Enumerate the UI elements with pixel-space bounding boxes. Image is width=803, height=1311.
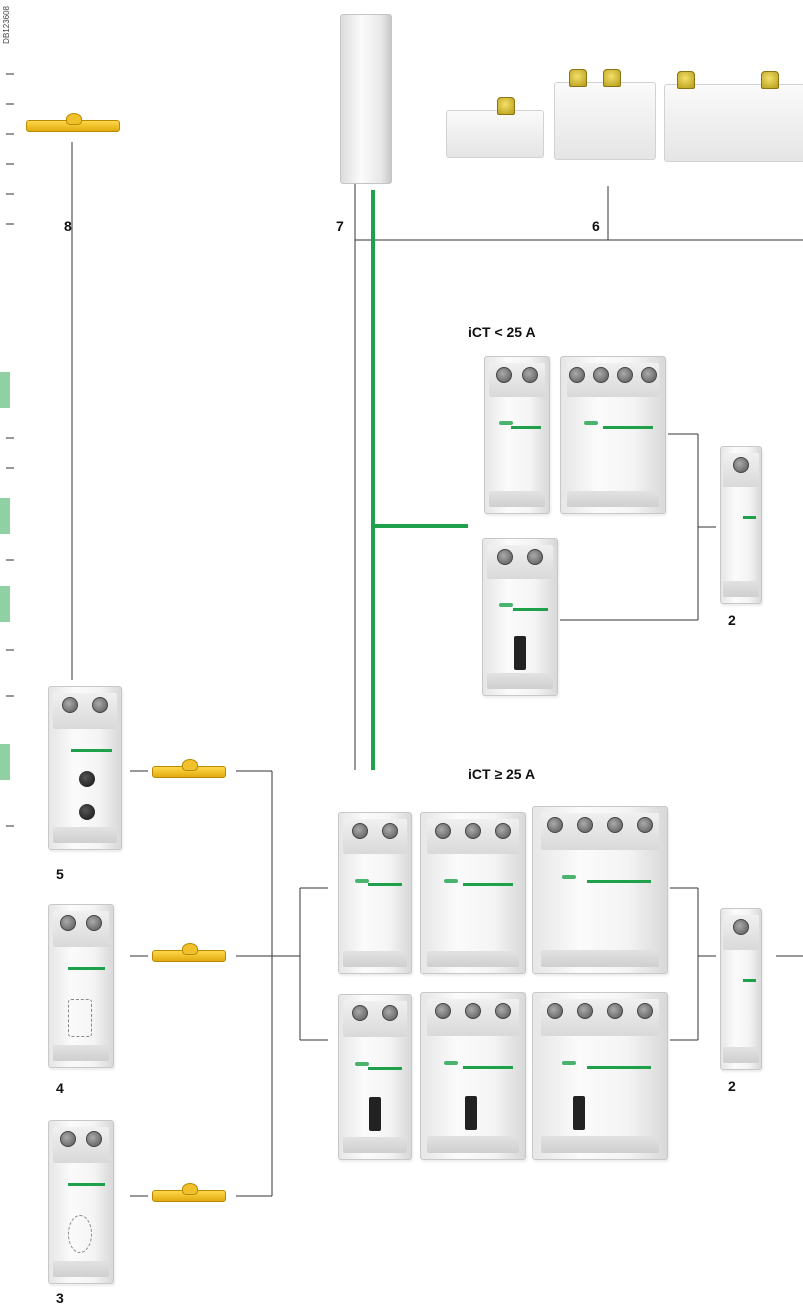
label-2-top: 2 xyxy=(728,612,736,628)
label-3: 3 xyxy=(56,1290,64,1306)
label-6: 6 xyxy=(592,218,600,234)
yellow-link-8 xyxy=(26,113,120,132)
label-2-bottom: 2 xyxy=(728,1078,736,1094)
contactor-4p-small xyxy=(560,356,666,514)
yellow-link-3 xyxy=(152,1183,226,1202)
auxiliary-contact-top xyxy=(720,446,762,604)
label-8: 8 xyxy=(64,218,72,234)
comb-busbar-2p xyxy=(554,69,656,160)
label-7: 7 xyxy=(336,218,344,234)
auxiliary-contact-bottom xyxy=(720,908,762,1070)
label-5: 5 xyxy=(56,866,64,882)
label-4: 4 xyxy=(56,1080,64,1096)
comb-busbar-1p xyxy=(446,97,544,158)
device-3-module xyxy=(48,1120,114,1284)
device-5-timer xyxy=(48,686,122,850)
yellow-link-5 xyxy=(152,759,226,778)
contactor-3p-large xyxy=(420,812,526,974)
comb-busbar-3p xyxy=(664,71,803,162)
contactor-manual-4p-large xyxy=(532,992,668,1160)
document-id: DB123608 xyxy=(2,6,11,44)
contactor-manual-3p-large xyxy=(420,992,526,1160)
device-4-module xyxy=(48,904,114,1068)
support-rail-7 xyxy=(340,14,392,184)
contactor-4p-large xyxy=(532,806,668,974)
contactor-2p-large xyxy=(338,812,412,974)
contactor-manual-2p-large xyxy=(338,994,412,1160)
contactor-manual-small xyxy=(482,538,558,696)
group-title-lt25: iCT < 25 A xyxy=(468,324,536,340)
contactor-2p-small xyxy=(484,356,550,514)
yellow-link-4 xyxy=(152,943,226,962)
group-title-ge25: iCT ≥ 25 A xyxy=(468,766,536,782)
